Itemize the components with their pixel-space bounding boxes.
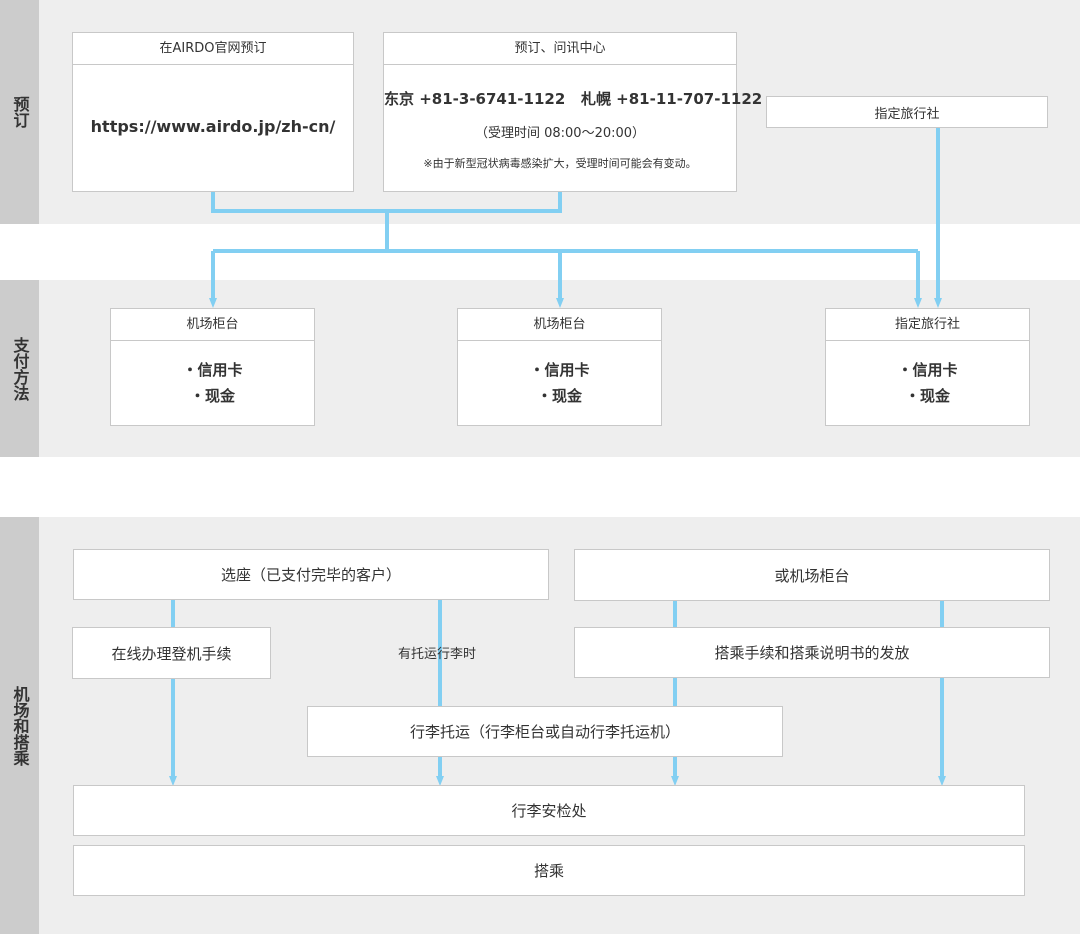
website-booking-box: 在AIRDO官网预订 https://www.airdo.jp/zh-cn/ [72, 32, 354, 192]
call-center-note: ※由于新型冠状病毒感染扩大，受理时间可能会有变动。 [423, 157, 697, 170]
payment-box-counter-2: 机场柜台 信用卡 现金 [457, 308, 662, 426]
online-checkin-box: 在线办理登机手续 [72, 627, 271, 679]
airport-section-label: 机场和搭乘 [10, 685, 30, 766]
connector-website [211, 192, 562, 213]
boarding-pass-box: 搭乘手续和搭乘说明书的发放 [574, 627, 1050, 678]
call-center-box: 预订、问讯中心 东京 +81-3-6741-1122 札幌 +81-11-707… [383, 32, 763, 192]
website-url[interactable]: https://www.airdo.jp/zh-cn/ [90, 117, 336, 136]
seat-selection-label: 选座（已支付完毕的客户） [220, 566, 401, 584]
baggage-drop-label: 行李托运（行李柜台或自动行李托运机） [409, 723, 680, 741]
booking-section-tab: 预订 [0, 0, 39, 224]
payment-box-header: 机场柜台 [111, 309, 314, 341]
payment-method-credit-card: 信用卡 [111, 357, 314, 383]
airport-counter-label: 或机场柜台 [774, 566, 850, 585]
payment-box-agency: 指定旅行社 信用卡 现金 [825, 308, 1030, 426]
website-booking-header: 在AIRDO官网预订 [73, 33, 353, 65]
payment-section-label: 支付方法 [10, 336, 30, 401]
online-checkin-label: 在线办理登机手续 [111, 644, 232, 663]
payment-section-tab: 支付方法 [0, 280, 39, 457]
booking-section-label: 预订 [10, 96, 30, 128]
payment-method-cash: 现金 [458, 383, 661, 409]
payment-method-cash: 现金 [826, 383, 1029, 409]
boarding-box: 搭乘 [73, 845, 1025, 896]
security-check-label: 行李安检处 [511, 802, 587, 820]
travel-agency-booking-label: 指定旅行社 [874, 106, 940, 122]
airport-counter-box: 或机场柜台 [574, 549, 1050, 601]
payment-method-cash: 现金 [111, 383, 314, 409]
checked-baggage-note: 有托运行李时 [398, 647, 477, 662]
security-check-box: 行李安检处 [73, 785, 1025, 836]
call-center-header: 预订、问讯中心 [384, 33, 736, 65]
airport-section-tab: 机场和搭乘 [0, 517, 39, 934]
travel-agency-booking-box: 指定旅行社 [766, 96, 1048, 128]
boarding-pass-label: 搭乘手续和搭乘说明书的发放 [714, 644, 910, 662]
payment-box-counter-1: 机场柜台 信用卡 现金 [110, 308, 315, 426]
payment-method-credit-card: 信用卡 [458, 357, 661, 383]
baggage-drop-box: 行李托运（行李柜台或自动行李托运机） [307, 706, 783, 757]
payment-box-header: 机场柜台 [458, 309, 661, 341]
payment-box-header: 指定旅行社 [826, 309, 1029, 341]
seat-selection-box: 选座（已支付完毕的客户） [73, 549, 549, 600]
call-center-phones: 东京 +81-3-6741-1122 札幌 +81-11-707-1122 [384, 90, 763, 108]
boarding-label: 搭乘 [533, 862, 564, 880]
call-center-hours: （受理时间 08:00～20:00） [474, 126, 646, 141]
payment-method-credit-card: 信用卡 [826, 357, 1029, 383]
